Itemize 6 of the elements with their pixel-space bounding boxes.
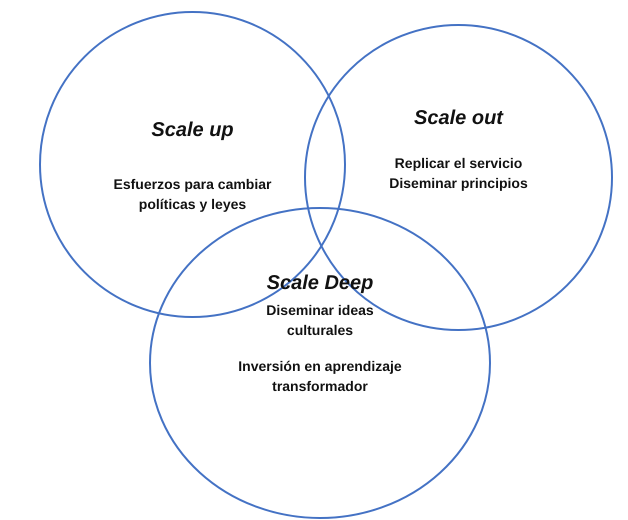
circle-heading: Scale up [151, 119, 234, 142]
circle-text: Esfuerzos para cambiar políticas y leyes [112, 175, 272, 214]
circle-text: Replicar el servicio Diseminar principios [388, 154, 529, 193]
circle-text: Diseminar ideas culturales [265, 301, 375, 340]
circle-text: Inversión en aprendizaje transformador [237, 357, 403, 396]
circle-heading: Scale out [414, 107, 503, 130]
